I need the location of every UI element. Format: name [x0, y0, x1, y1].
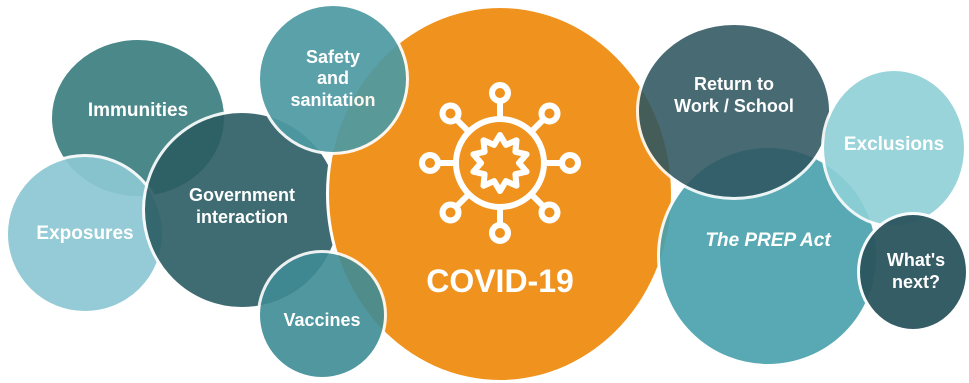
virus-spike-knob	[538, 102, 561, 125]
virus-spike	[528, 190, 547, 210]
safety-and-sanitation-label: Safety and sanitation	[290, 46, 376, 110]
covid-19-label: COVID-19	[426, 262, 574, 299]
whats-next-label: What's next?	[886, 250, 946, 292]
virus-icon	[419, 81, 581, 244]
exposures-bubble: Exposures	[5, 154, 165, 314]
virus-spike-knob	[489, 221, 511, 244]
safety-and-sanitation-bubble: Safety and sanitation	[257, 3, 409, 155]
return-to-work-school-bubble: Return to Work / School	[636, 22, 832, 200]
immunities-label: Immunities	[87, 99, 189, 121]
the-prep-act-label: The PREP Act	[705, 229, 831, 251]
exclusions-bubble: Exclusions	[821, 68, 967, 228]
virus-spike	[453, 190, 472, 210]
government-interaction-label: Government interaction	[188, 185, 296, 227]
virus-spike-knob	[538, 201, 561, 224]
virus-core	[470, 131, 530, 194]
virus-spike-knob	[439, 201, 462, 224]
virus-spike-knob	[439, 102, 462, 125]
whats-next-bubble: What's next?	[857, 212, 969, 332]
vaccines-label: Vaccines	[283, 310, 361, 331]
return-to-work-school-label: Return to Work / School	[674, 74, 794, 116]
virus-spike	[453, 115, 472, 135]
virus-spike	[528, 115, 547, 135]
exposures-label: Exposures	[36, 222, 134, 244]
exclusions-label: Exclusions	[843, 133, 945, 155]
virus-spike-knob	[489, 81, 511, 104]
vaccines-bubble: Vaccines	[257, 250, 387, 380]
virus-spike-knob	[559, 151, 581, 174]
virus-spike-knob	[419, 151, 441, 174]
